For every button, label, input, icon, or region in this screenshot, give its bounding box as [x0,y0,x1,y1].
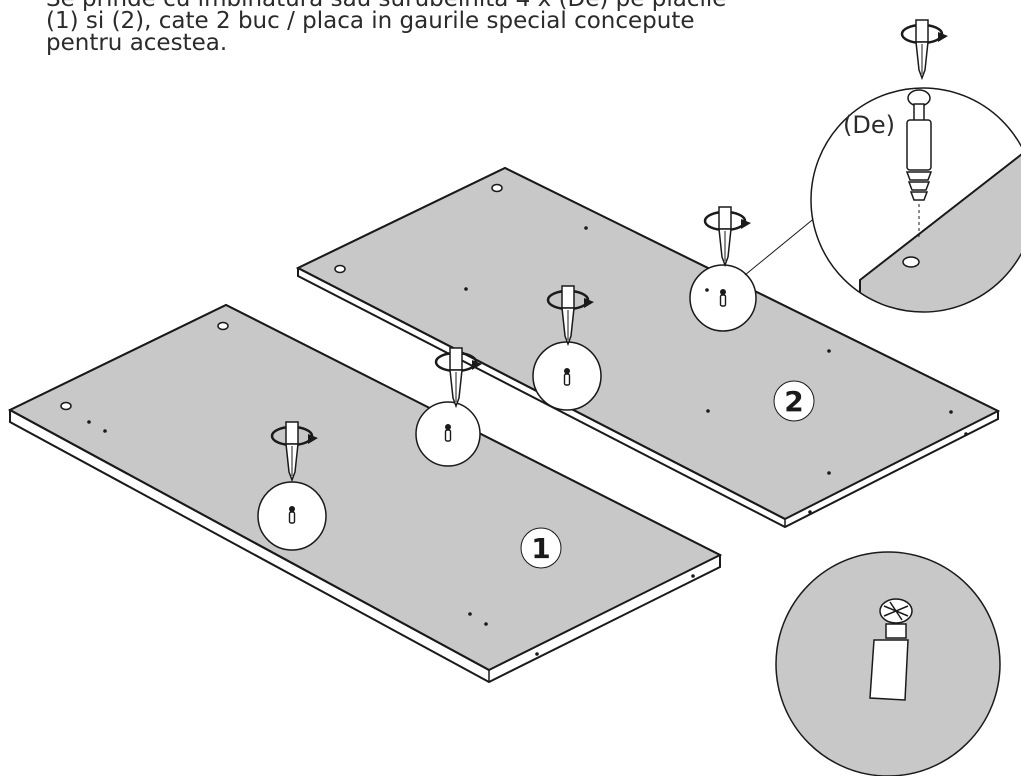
instruction-line-2: (1) si (2), cate 2 buc / placa in gauril… [46,8,695,34]
detail-circle-panel1-a [257,481,327,551]
panel-2-badge: 2 [773,380,815,422]
magnifier-detail-icon: (De) [810,87,1021,313]
instruction-line-1: Se prinde cu imbinătura sau surubelnita … [46,0,806,11]
detail-circle-panel2-a [532,341,602,411]
detail-circle-panel1-b [415,401,481,467]
detail-circle-panel2-b [689,264,757,332]
part-code-label: (De) [843,111,895,139]
screwdriver-icon [900,18,950,80]
panel-2-label: 2 [784,385,803,418]
panel-1 [7,303,723,684]
cam-dowel-icon [869,598,913,701]
instruction-line-3: pentru acestea. [46,30,228,56]
leader-line [744,211,823,276]
screwdriver-icon [703,205,753,267]
panel-1-label: 1 [531,532,550,565]
magnifier-detail-icon [775,551,1001,776]
cam-dowel-icon [905,89,933,240]
instruction-text: Se prinde cu imbinătura sau surubelnita … [46,0,806,56]
panel-1-badge: 1 [520,527,562,569]
panel-2 [295,166,1001,529]
